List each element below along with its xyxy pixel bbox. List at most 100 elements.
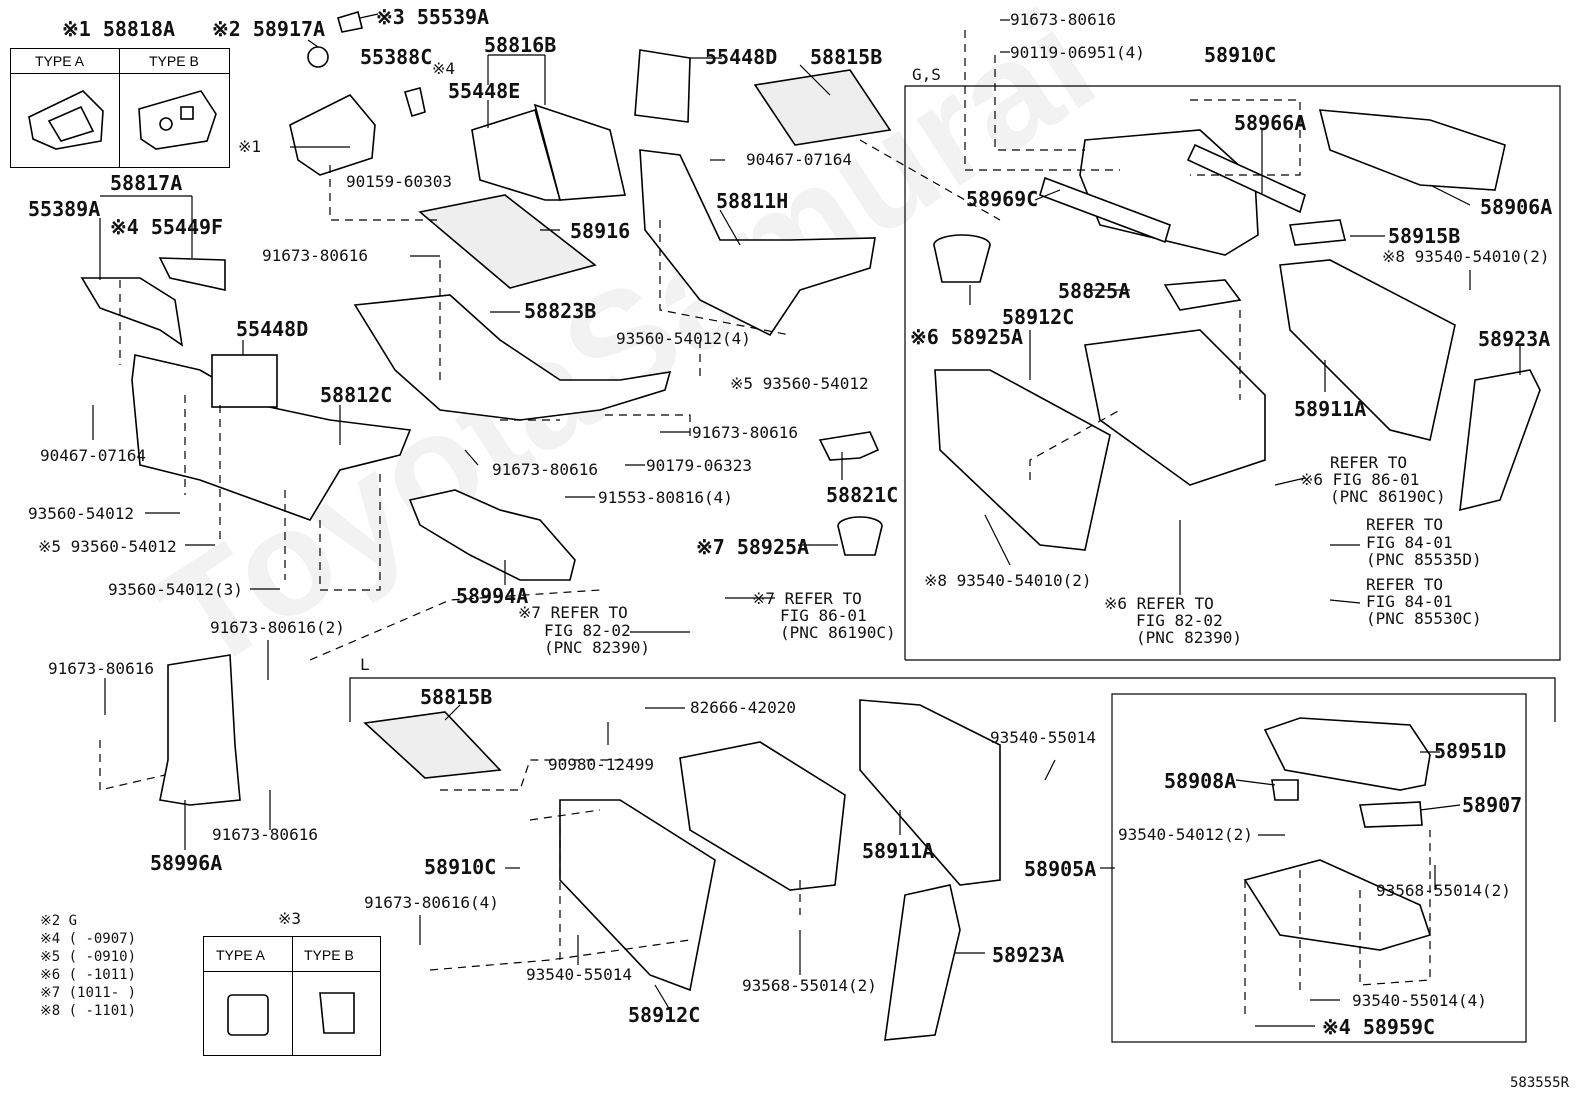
panel-55448d-top: [634, 49, 691, 123]
label-pnc-85530c: (PNC 85530C): [1366, 609, 1482, 628]
label-55388c: 55388C: [360, 45, 433, 69]
part-58821c: [818, 431, 880, 461]
l-frame: [349, 677, 1556, 722]
label-58908a: 58908A: [1164, 769, 1237, 793]
label-58811h: 58811H: [716, 189, 789, 213]
label-58911a-gs: 58911A: [1294, 397, 1367, 421]
label-58906a: 58906A: [1480, 195, 1553, 219]
label-90159-60303: 90159-60303: [346, 172, 452, 191]
gs-frame: [904, 85, 1561, 661]
label-58910c-l: 58910C: [424, 855, 497, 879]
label-93540-55014-4: 93540-55014(4): [1352, 991, 1487, 1010]
label-93540-55014-l-top: 93540-55014: [990, 728, 1096, 747]
bracket-58996a: [159, 654, 241, 806]
dash-17: [1029, 409, 1121, 480]
frame-58910c: [1079, 129, 1259, 256]
label-refer-86-01-a: ※7 REFER TO: [752, 589, 862, 608]
label-55448d-left: 55448D: [236, 317, 309, 341]
panel-58816b: [533, 103, 626, 201]
bracket-shape: [404, 87, 426, 118]
dash-14: [994, 55, 1085, 151]
label-58815b-l: 58815B: [420, 685, 493, 709]
label-91673-80616-b: 91673-80616: [692, 423, 798, 442]
mat-58916: [418, 194, 597, 289]
label-fig-82-02-a: FIG 82-02: [544, 621, 631, 640]
label-58951d: 58951D: [1434, 739, 1507, 763]
label-58911a-l: 58911A: [862, 839, 935, 863]
label-55448e: 55448E: [448, 79, 521, 103]
label-fig-86-01-b: ※6 FIG 86-01: [1300, 470, 1420, 489]
label-91673-80616-a: 91673-80616: [262, 246, 368, 265]
note-item: ※8 ( -1101): [40, 1003, 137, 1019]
label-58923a-l: 58923A: [992, 943, 1065, 967]
type-box-55539a: TYPE A TYPE B: [203, 936, 381, 1056]
note-item: ※4 ( -0907): [40, 931, 137, 947]
label-55449f: ※4 55449F: [110, 215, 224, 239]
type-box-1-drawing: [28, 90, 217, 150]
type-a-header: TYPE A: [35, 53, 85, 69]
dash-18: [309, 589, 601, 661]
label-82666-42020: 82666-42020: [690, 698, 796, 717]
panel-58912c-l: [559, 799, 716, 992]
panel-55449f: [158, 257, 226, 291]
switch-bezel-shape: [289, 94, 376, 176]
clip-58908a: [1271, 779, 1299, 801]
note-item: ※5 ( -0910): [40, 949, 137, 965]
label-58907: 58907: [1462, 793, 1523, 817]
label-58994a: 58994A: [456, 584, 529, 608]
label-93560-54012-4: 93560-54012(4): [616, 329, 751, 348]
label-58905a: 58905A: [1024, 857, 1097, 881]
type-b-header-3: TYPE B: [304, 947, 354, 963]
note-item: ※2 G: [40, 913, 78, 929]
hinge-58907: [1359, 801, 1423, 828]
notes-list: ※2 G ※4 ( -0907) ※5 ( -0910) ※6 ( -1011)…: [40, 912, 136, 1020]
label-58912c-gs: 58912C: [1002, 305, 1075, 329]
type-a-header-3: TYPE A: [216, 947, 266, 963]
dash-15: [1190, 99, 1301, 176]
base-58959c: [1243, 859, 1432, 951]
dash-13: [964, 30, 1120, 171]
dash-10: [659, 220, 791, 336]
label-58821c: 58821C: [826, 483, 899, 507]
box-58912c-inner: [1084, 329, 1266, 486]
panel-58911a-l: [859, 699, 1001, 886]
label-91673-80616-d: 91673-80616: [48, 659, 154, 678]
label-93568-55014-l: 93568-55014(2): [742, 976, 877, 995]
label-fig-84-01-a: FIG 84-01: [1366, 533, 1453, 552]
armrest-58951d: [1263, 717, 1431, 791]
label-58917a: ※2 58917A: [212, 17, 326, 41]
label-58925a-note7: ※7 58925A: [696, 535, 810, 559]
lid-58906a: [1318, 109, 1506, 191]
label-pnc-82390-a: (PNC 82390): [544, 638, 650, 657]
label-90980-12499: 90980-12499: [548, 755, 654, 774]
label-93540-54010-gs: ※8 93540-54010(2): [924, 571, 1092, 590]
label-58923a-gs: 58923A: [1478, 327, 1551, 351]
label-91673-80616-2: 91673-80616(2): [210, 618, 345, 637]
panel-55448e: [471, 108, 562, 201]
label-58969c: 58969C: [966, 187, 1039, 211]
label-refer-82-02-a: ※7 REFER TO: [518, 603, 628, 622]
type-box-58818a: TYPE A TYPE B: [10, 48, 230, 168]
part-58915b: [1288, 219, 1347, 246]
label-90467-07164-top: 90467-07164: [746, 150, 852, 169]
label-58812c: 58812C: [320, 383, 393, 407]
label-93560-54012-3: 93560-54012(3): [108, 580, 243, 599]
label-93568-55014-arm: 93568-55014(2): [1376, 881, 1511, 900]
type-box-3-drawing: [227, 992, 355, 1036]
label-58959c: ※4 58959C: [1322, 1015, 1436, 1039]
figure-code: 583555R: [1510, 1075, 1570, 1091]
label-pnc-85535d: (PNC 85535D): [1366, 550, 1482, 569]
dash-6: [319, 470, 381, 591]
label-91673-80616-e: 91673-80616: [212, 825, 318, 844]
label-fig-86-01-a: FIG 86-01: [780, 606, 867, 625]
panel-58912c: [934, 369, 1111, 551]
label-gs: G,S: [912, 65, 941, 84]
label-58925a-note6: ※6 58925A: [910, 325, 1024, 349]
dash-21: [529, 809, 601, 821]
label-58912c-l: 58912C: [628, 1003, 701, 1027]
label-58916: 58916: [570, 219, 631, 243]
dash-26: [1359, 830, 1431, 986]
panel-58923a: [1459, 369, 1541, 512]
